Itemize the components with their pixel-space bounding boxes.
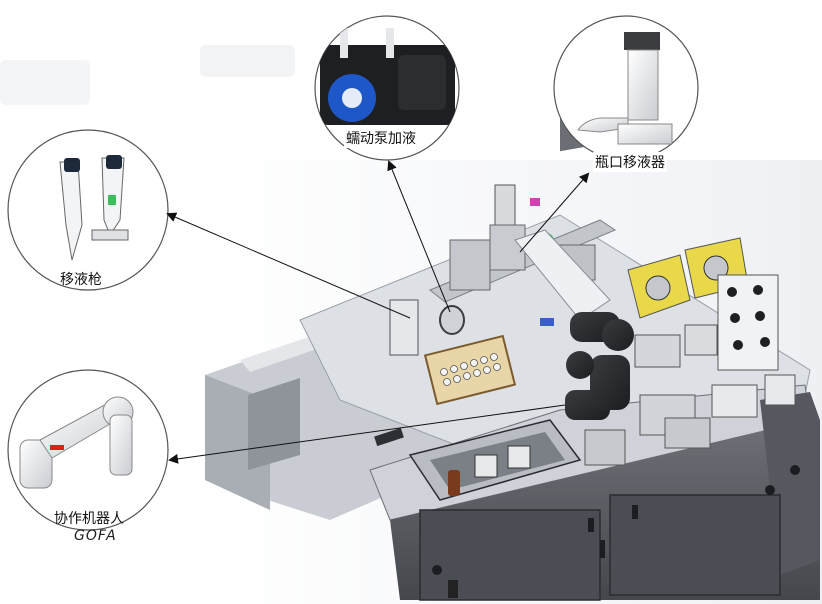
door-handle: [632, 505, 638, 519]
tube-rack: [423, 334, 517, 406]
label-pump: 蠕动泵加液: [344, 128, 418, 148]
dispenser-mount: [494, 184, 516, 226]
cabinet-door: [419, 509, 601, 601]
sample-rack: [664, 417, 711, 449]
gofa-base: [19, 439, 53, 489]
pump-head: [439, 305, 465, 335]
station-module: [449, 239, 491, 291]
robot-joint: [602, 319, 634, 351]
gofa-logo: [50, 445, 64, 450]
cabinet-vent: [448, 580, 458, 598]
yellow-module-port: [703, 255, 729, 281]
pump-head-block: [398, 55, 446, 110]
callout-circle: [7, 129, 169, 291]
caster-wheel: [765, 485, 775, 495]
arrow-dispenser: [519, 172, 590, 253]
dispenser-base: [617, 123, 673, 145]
caster-wheel: [790, 465, 800, 475]
dispenser-callout: [553, 15, 699, 161]
label-pipette: 移液枪: [60, 272, 102, 288]
tube-grid: [440, 353, 501, 386]
robot-base: [584, 429, 626, 466]
tray-module: [764, 374, 796, 406]
label-robot: 协作机器人: [54, 511, 124, 527]
pipette-screen: [106, 155, 122, 169]
dispenser-spout: [577, 117, 629, 133]
pump-callout: [314, 15, 460, 161]
vial-tower: [717, 274, 779, 371]
pump-tube: [386, 28, 394, 58]
tray-module: [711, 384, 758, 418]
yellow-module-port: [645, 275, 671, 301]
label-robot-model: GOFA: [74, 528, 117, 544]
door-handle: [588, 518, 594, 532]
pipette-callout: [7, 129, 169, 291]
pump-dial-center: [342, 88, 362, 108]
cabinet-door: [609, 494, 781, 596]
robot-link: [590, 355, 630, 410]
arrow-robot: [168, 404, 566, 464]
door-handle: [600, 540, 605, 558]
tray-module: [684, 324, 718, 356]
background-blur-shape: [0, 60, 90, 105]
robot-joint: [566, 351, 594, 379]
arrow-pipette: [166, 212, 411, 319]
panel-slot: [374, 427, 404, 447]
gofa-forearm: [109, 414, 133, 476]
magenta-part: [530, 198, 540, 206]
multichannel-head: [91, 229, 129, 241]
white-robot-rail: [514, 229, 611, 321]
sample-holder: [507, 445, 531, 469]
robot-callout: [7, 369, 169, 531]
label-dispenser: 瓶口移液器: [593, 152, 667, 172]
vial-caps: [727, 285, 770, 350]
blue-connector: [540, 318, 554, 326]
pipette-screen: [64, 158, 80, 172]
caster-wheel: [432, 565, 442, 575]
pump-tube: [340, 28, 348, 58]
brown-bottle: [448, 470, 460, 496]
pipette-holder: [389, 299, 419, 356]
pipette-accent: [108, 195, 116, 205]
arrow-pump: [387, 160, 451, 313]
sample-holder: [474, 454, 498, 478]
dispenser-top: [624, 32, 660, 50]
background-blur-shape: [200, 45, 295, 77]
sample-rack: [634, 334, 681, 368]
station-module: [489, 224, 526, 271]
dispenser-cylinder: [627, 49, 659, 121]
